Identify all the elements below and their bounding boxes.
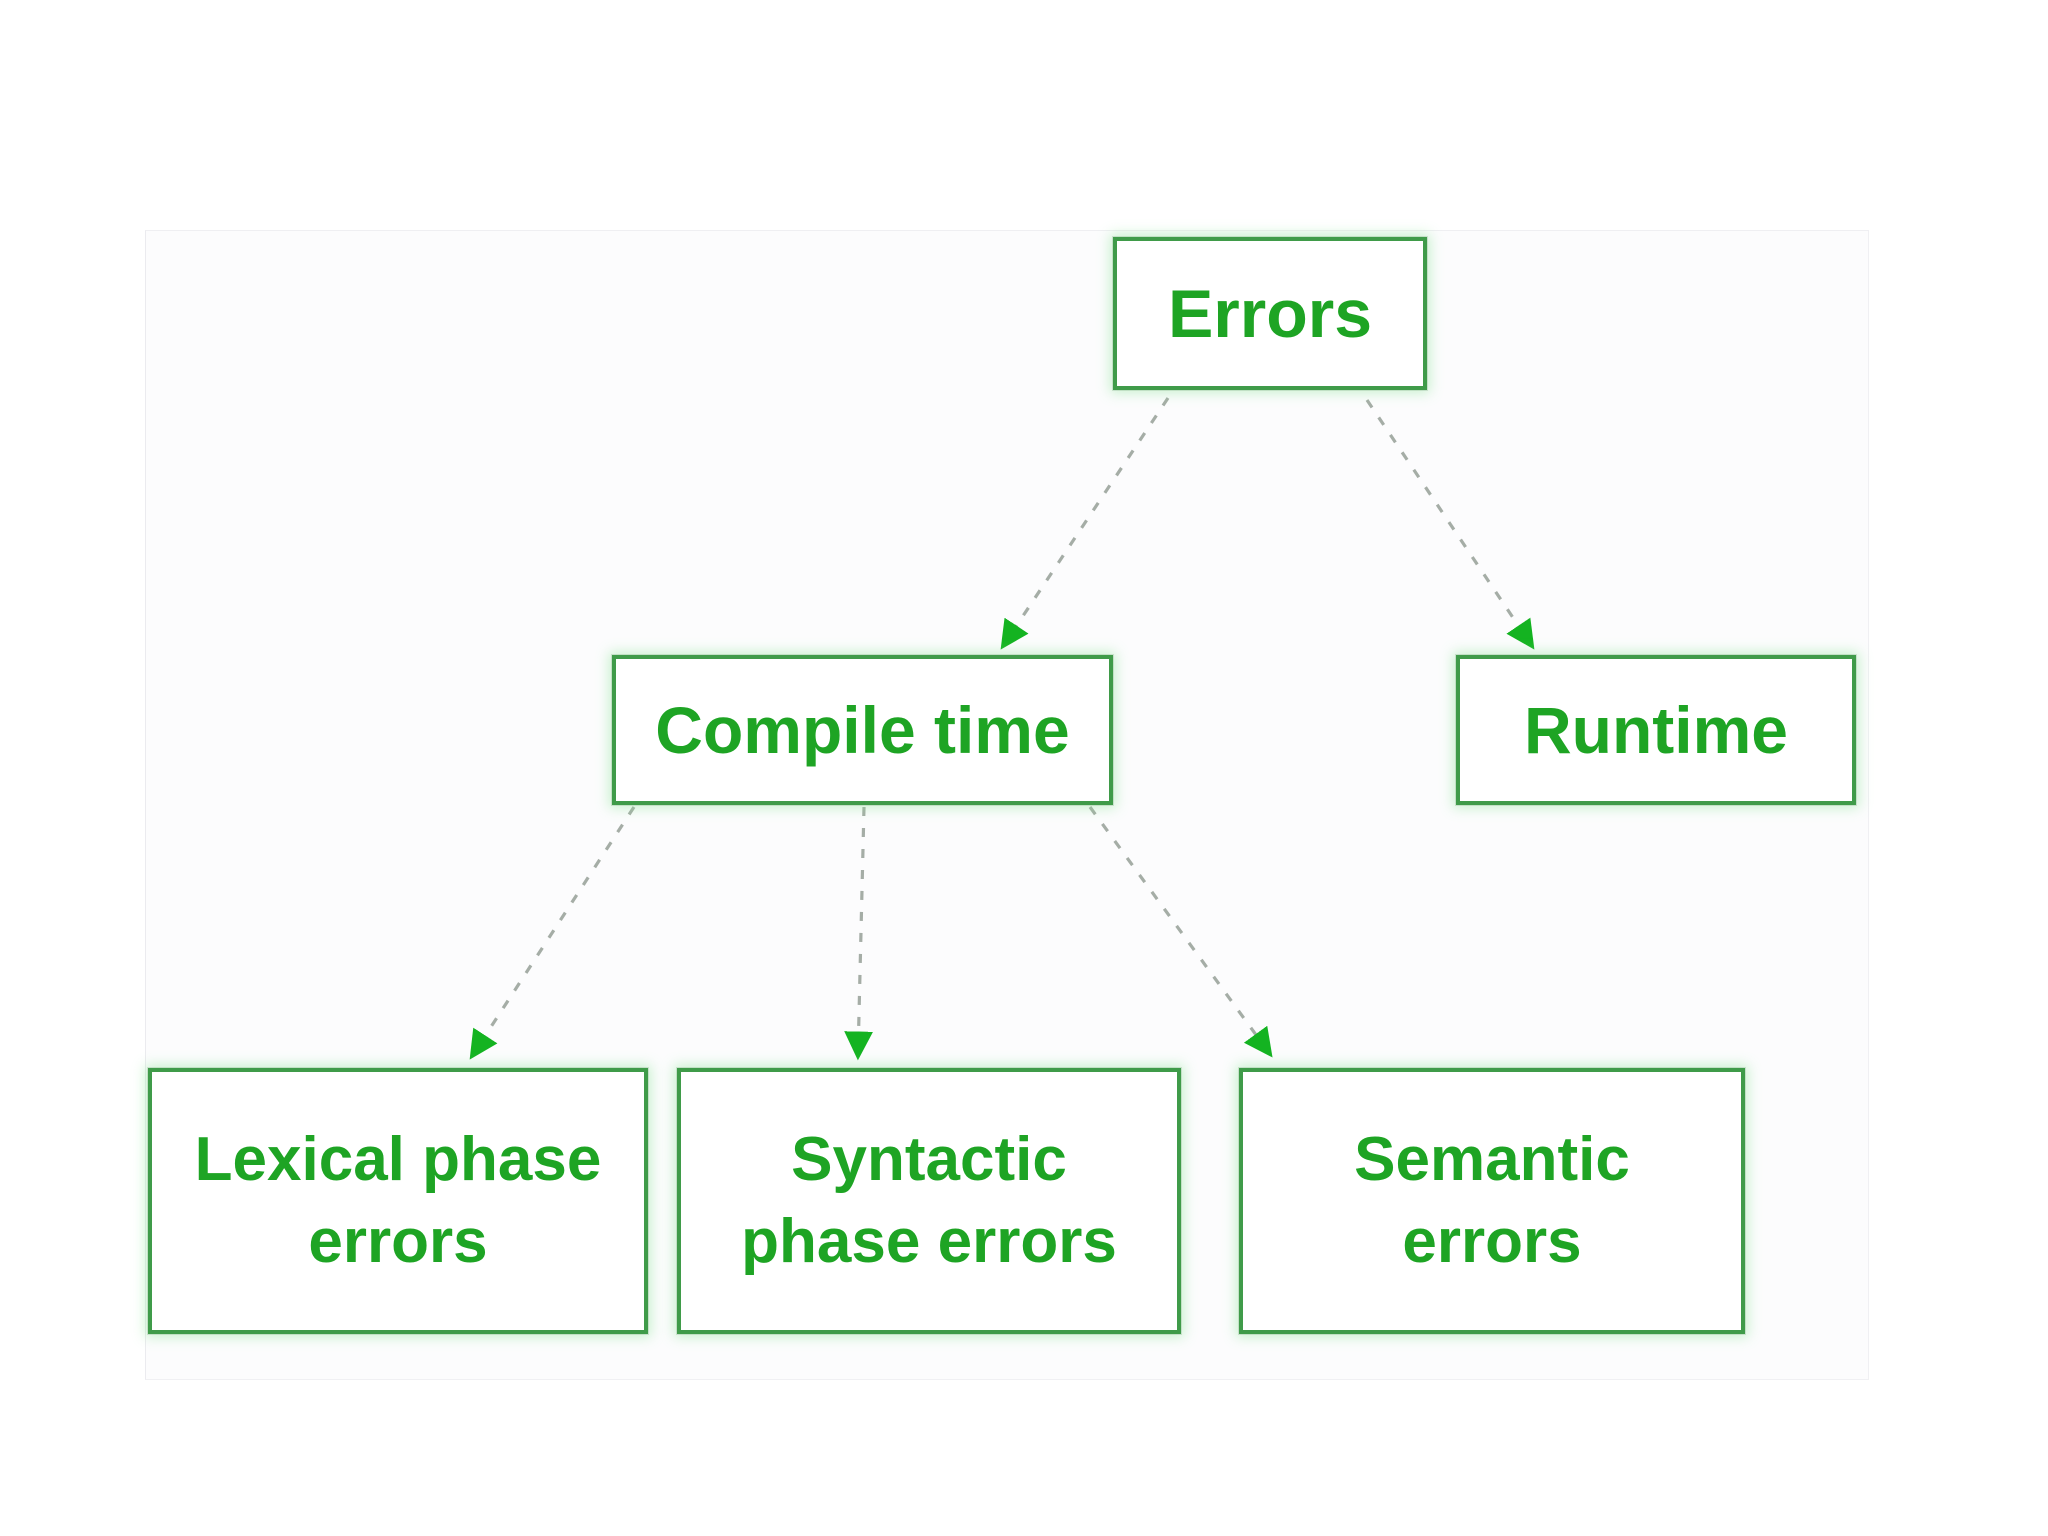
edge-compile-time-to-lexical-phase-errors	[469, 806, 636, 1060]
node-lexical-phase-errors: Lexical phase errors	[148, 1068, 648, 1334]
node-syntactic-phase-errors: Syntactic phase errors	[677, 1068, 1181, 1334]
node-lexical-phase-errors-label: Lexical phase errors	[194, 1125, 602, 1276]
node-runtime-label: Runtime	[1524, 693, 1788, 767]
edge-errors-to-compile-time	[1000, 397, 1170, 650]
node-semantic-errors: Semantic errors	[1239, 1068, 1745, 1334]
edge-errors-to-runtime	[1365, 399, 1535, 650]
node-syntactic-phase-errors-label: Syntactic phase errors	[741, 1125, 1117, 1276]
node-semantic-errors-label: Semantic errors	[1354, 1125, 1630, 1276]
node-compile-time: Compile time	[612, 655, 1113, 805]
edge-compile-time-to-semantic-errors	[1088, 806, 1273, 1058]
node-errors-label: Errors	[1167, 275, 1373, 352]
node-runtime: Runtime	[1456, 655, 1856, 805]
node-compile-time-label: Compile time	[655, 693, 1070, 767]
node-errors: Errors	[1113, 237, 1427, 390]
edge-compile-time-to-syntactic-phase-errors	[844, 806, 873, 1061]
